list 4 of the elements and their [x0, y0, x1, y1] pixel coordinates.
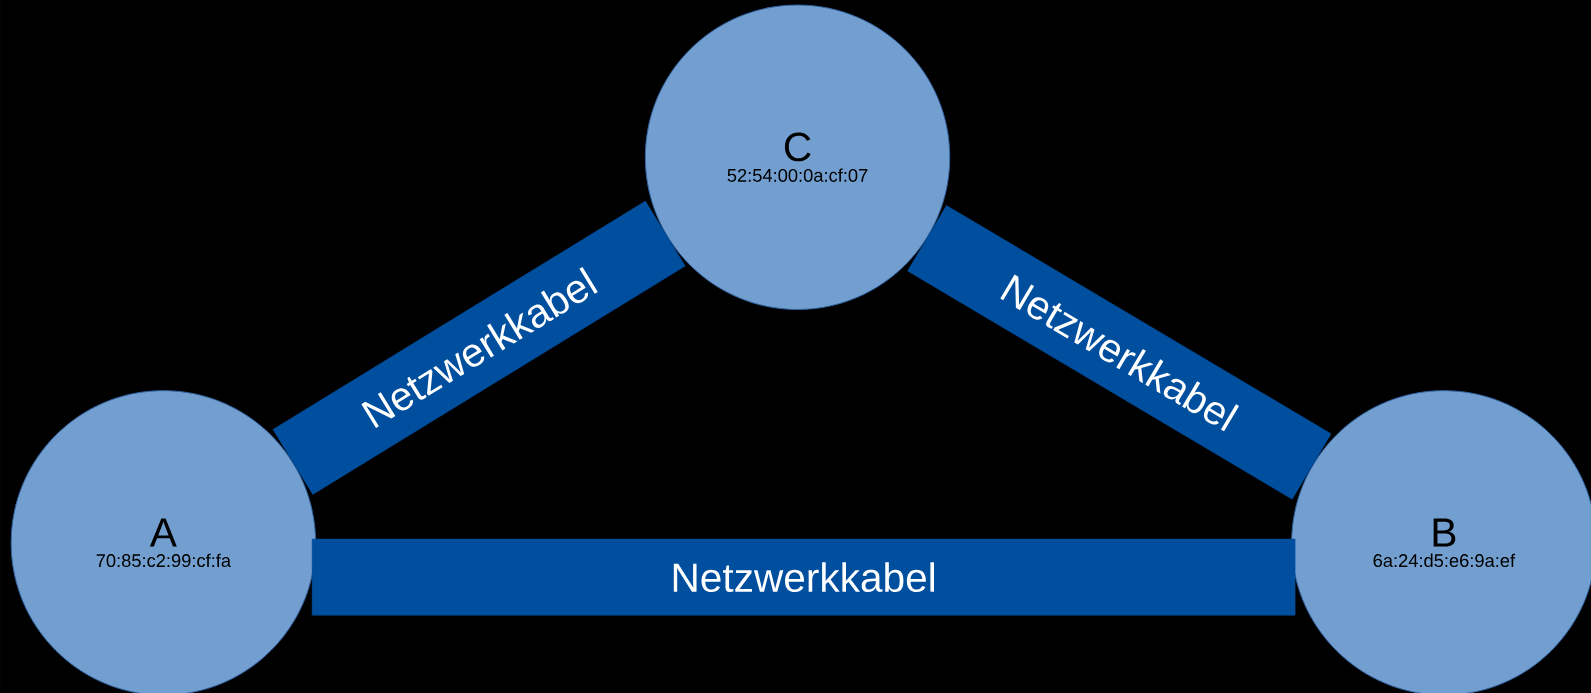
- network-cable: [272, 200, 686, 495]
- network-cable: [311, 538, 1296, 616]
- edge-label: Netzwerkkabel: [673, 562, 934, 593]
- network-cable: [907, 205, 1332, 500]
